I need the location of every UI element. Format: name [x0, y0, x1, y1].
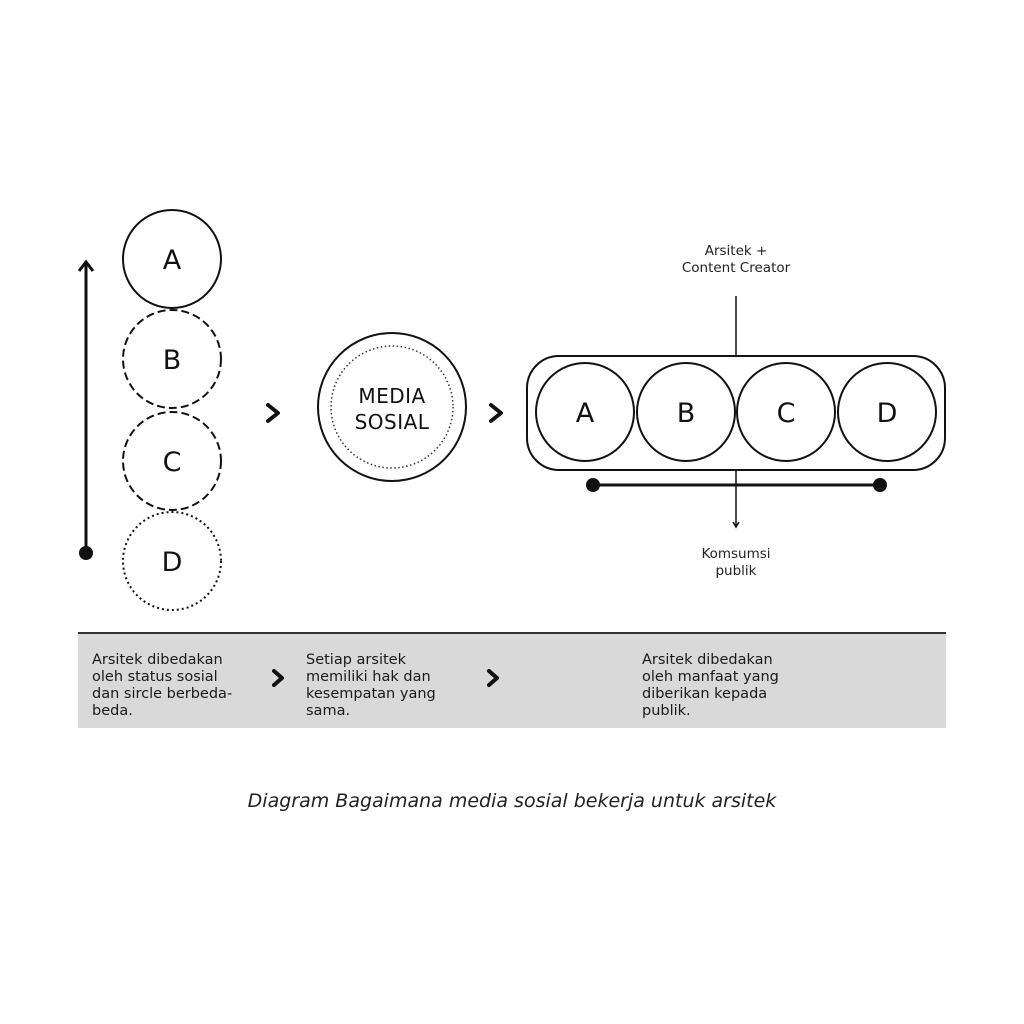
left-circle-d: D	[122, 511, 222, 611]
right-circle-a: A	[535, 362, 635, 462]
left-circle-b: B	[122, 309, 222, 409]
right-circle-c: C	[736, 362, 836, 462]
description-panel: Arsitek dibedakan oleh status sosial dan…	[78, 632, 946, 728]
panel-text-2: Setiap arsitek memiliki hak dan kesempat…	[306, 652, 436, 719]
top-label-line2: Content Creator	[682, 260, 791, 276]
chevron-right-icon	[489, 403, 503, 423]
right-circle-b: B	[636, 362, 736, 462]
right-circle-d: D	[837, 362, 937, 462]
panel-text-1: Arsitek dibedakan oleh status sosial dan…	[92, 652, 233, 719]
panel-text-3: Arsitek dibedakan oleh manfaat yang dibe…	[642, 652, 779, 719]
left-circle-d-label: D	[162, 547, 183, 578]
media-label-line1: MEDIA	[358, 384, 425, 408]
media-label-line2: SOSIAL	[355, 410, 430, 434]
media-sosial-circle: MEDIA SOSIAL	[317, 332, 467, 482]
chevron-right-icon	[266, 403, 280, 423]
bottom-label-line1: Komsumsi	[701, 546, 770, 562]
diagram-caption: Diagram Bagaimana media sosial bekerja u…	[247, 790, 777, 812]
right-circle-b-label: B	[677, 398, 696, 429]
upward-arrow-icon	[77, 259, 95, 560]
down-arrow-icon	[732, 470, 740, 529]
left-circle-b-label: B	[163, 345, 182, 376]
left-circle-c-label: C	[163, 447, 182, 478]
right-circle-a-label: A	[576, 398, 595, 429]
top-label-line1: Arsitek +	[705, 243, 768, 259]
right-circle-d-label: D	[877, 398, 898, 429]
bottom-label-line2: publik	[715, 563, 756, 579]
left-circle-c: C	[122, 411, 222, 511]
right-circle-c-label: C	[777, 398, 796, 429]
left-circle-a-label: A	[163, 245, 182, 276]
chevron-right-icon	[272, 669, 284, 687]
chevron-right-icon	[487, 669, 499, 687]
left-circle-a: A	[122, 209, 222, 309]
